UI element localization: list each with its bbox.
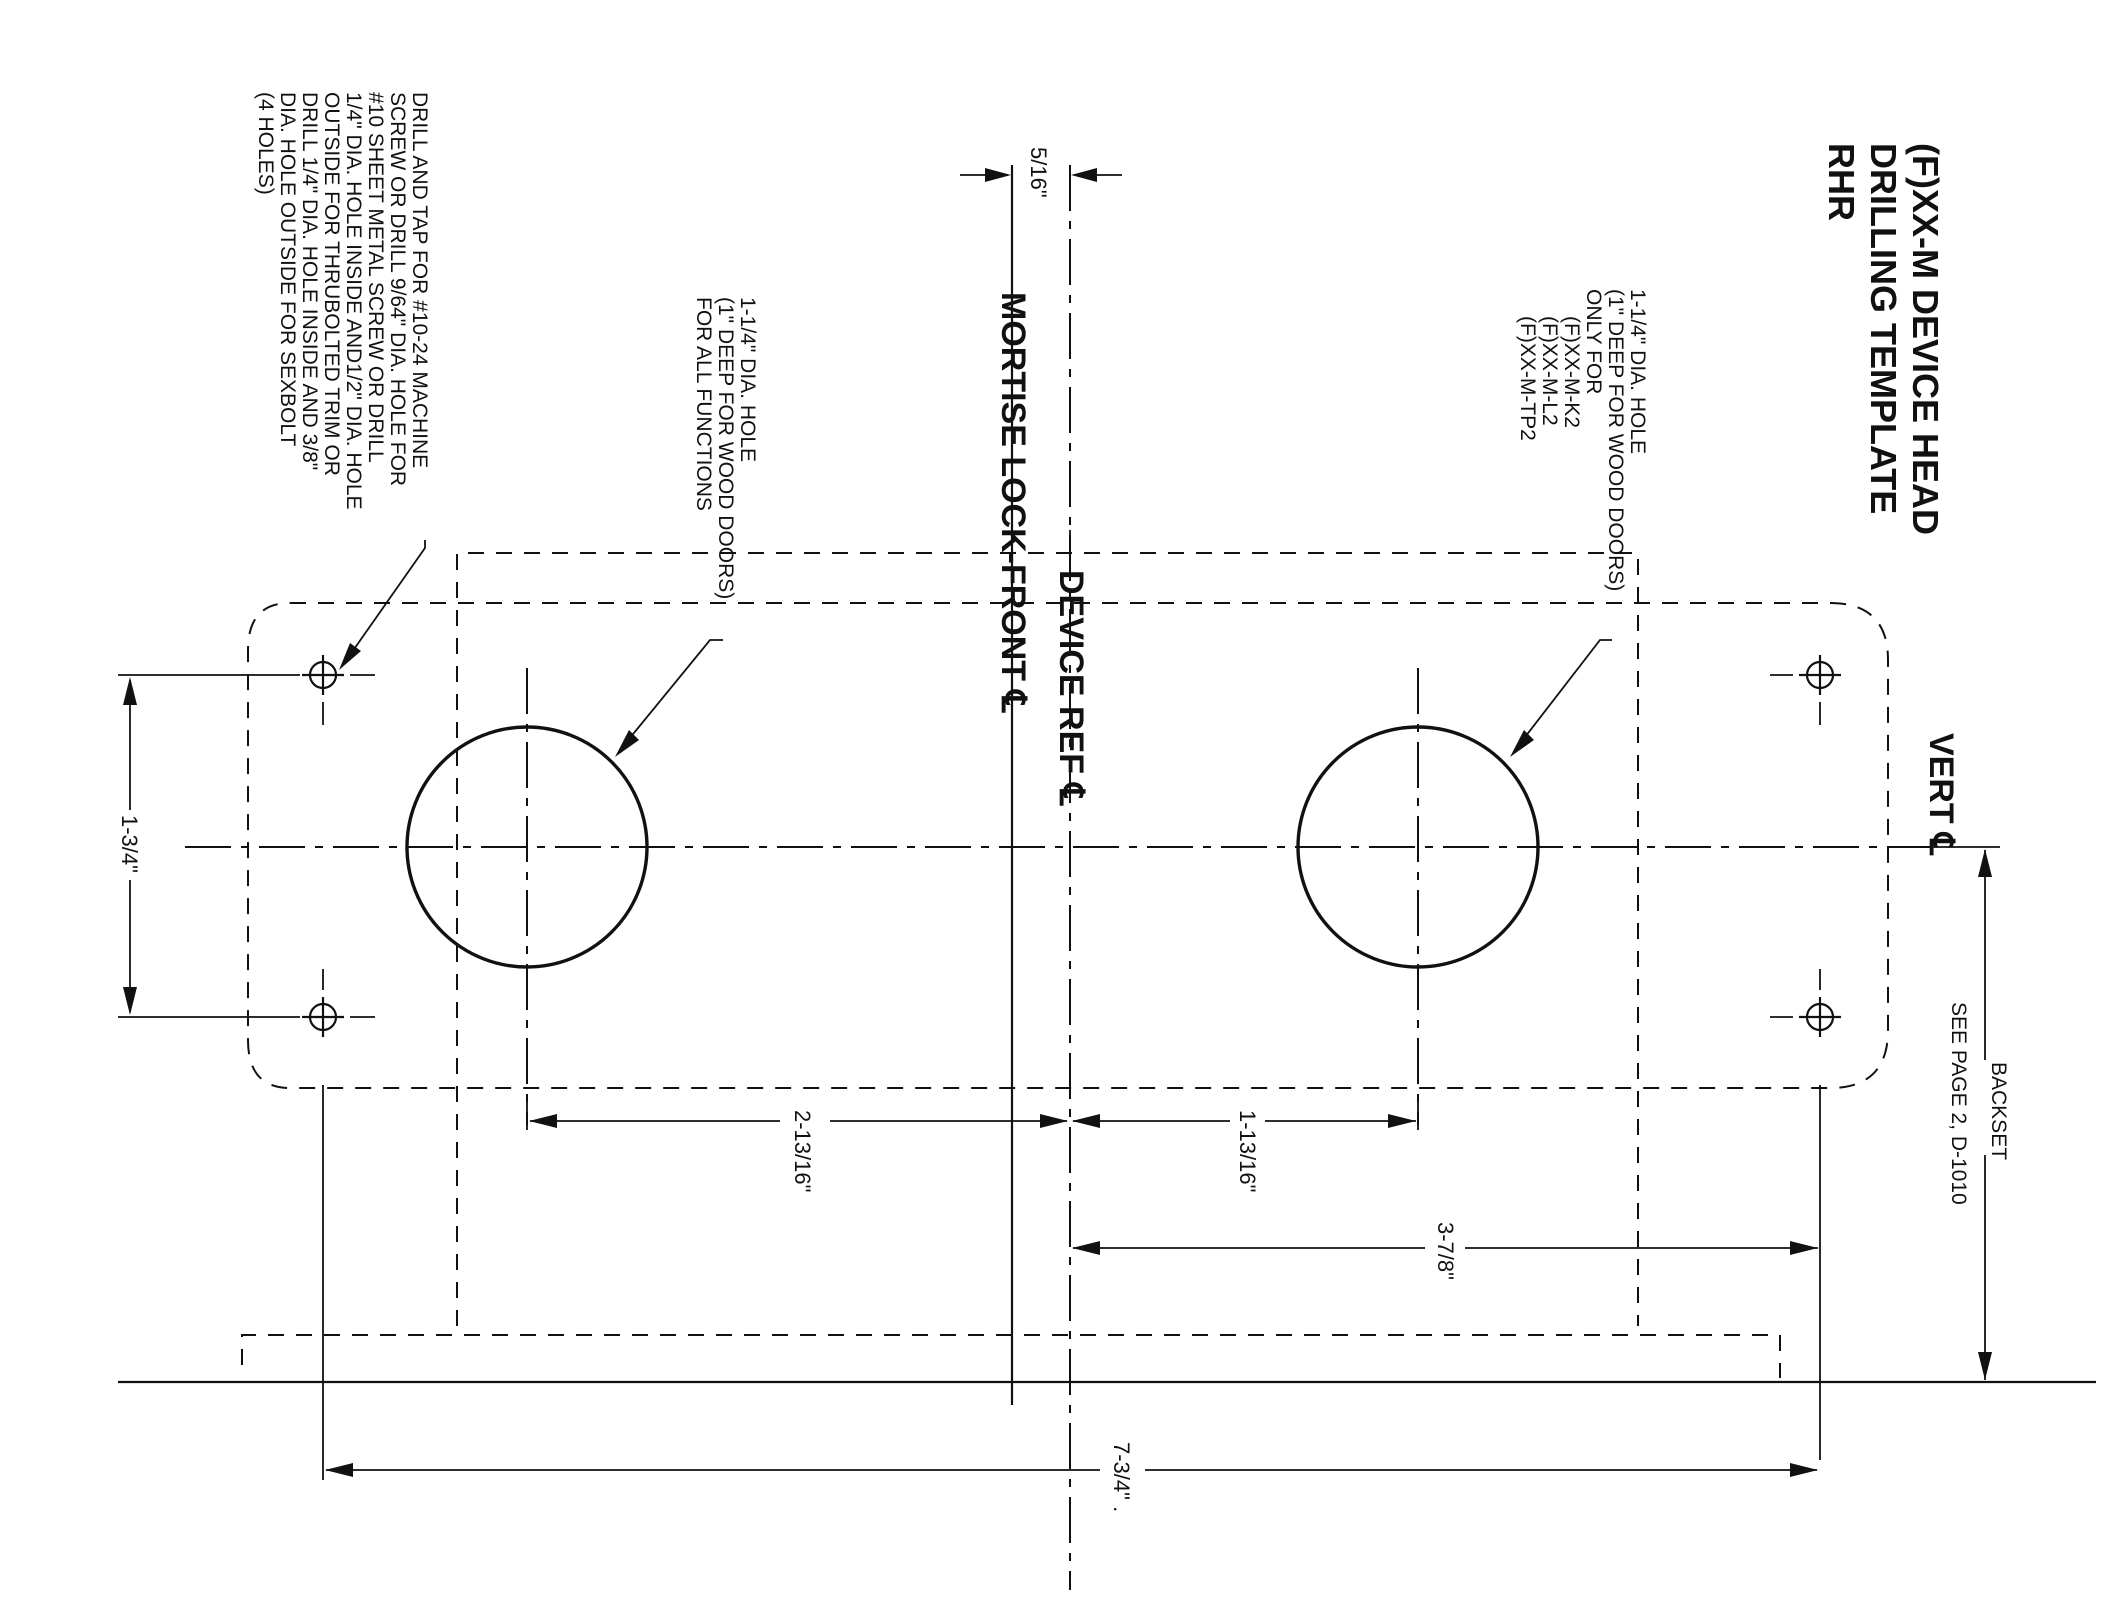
svg-text:(4 HOLES): (4 HOLES) — [254, 92, 277, 195]
upper-hole-note: 1-1/4" DIA. HOLE (1" DEEP FOR WOOD DOORS… — [1516, 289, 1649, 591]
title-line-1: (F)XX-M DEVICE HEAD — [1905, 143, 1946, 535]
mounting-area-outline — [456, 552, 1639, 1326]
svg-text:(1" DEEP FOR WOOD DOORS): (1" DEEP FOR WOOD DOORS) — [1604, 289, 1627, 591]
backset-note: BACKSET SEE PAGE 2, D-1010 — [1947, 1002, 2010, 1205]
dim-5-16 — [960, 168, 1122, 182]
svg-text:DRILL 1/4" DIA. HOLE INSIDE AN: DRILL 1/4" DIA. HOLE INSIDE AND 3/8" — [298, 92, 321, 470]
dim-2-13-16 — [526, 1095, 1068, 1130]
svg-text:(1" DEEP FOR WOOD DOORS): (1" DEEP FOR WOOD DOORS) — [714, 297, 737, 599]
svg-text:OUTSIDE FOR THRUBOLTED TRIM OR: OUTSIDE FOR THRUBOLTED TRIM OR — [320, 92, 343, 476]
dim-7-3-4-label: 7-3/4" . — [1109, 1442, 1134, 1512]
svg-text:SCREW OR DRILL 9/64" DIA. HOLE: SCREW OR DRILL 9/64" DIA. HOLE FOR — [386, 92, 409, 486]
svg-text:FOR ALL FUNCTIONS: FOR ALL FUNCTIONS — [692, 297, 715, 511]
device-ref-centerline-label: DEVICE REF ℄ — [1052, 570, 1090, 806]
svg-text:1-1/4" DIA. HOLE: 1-1/4" DIA. HOLE — [736, 297, 759, 462]
leader-lower-hole — [615, 639, 723, 757]
dim-2-13-16-label: 2-13/16" — [790, 1110, 815, 1192]
svg-text:DRILL AND TAP FOR #10-24 MACHI: DRILL AND TAP FOR #10-24 MACHINE — [408, 92, 431, 468]
svg-text:(F)XX-M-TP2: (F)XX-M-TP2 — [1516, 316, 1539, 441]
lower-hole-note: 1-1/4" DIA. HOLE (1" DEEP FOR WOOD DOORS… — [692, 297, 759, 599]
leader-screw-hole — [339, 540, 426, 670]
vert-centerline-label: VERT ℄ — [1922, 733, 1960, 856]
svg-text:(F)XX-M-K2: (F)XX-M-K2 — [1560, 316, 1583, 428]
svg-text:(F)XX-M-L2: (F)XX-M-L2 — [1538, 316, 1561, 426]
dim-7-3-4 — [322, 1085, 1818, 1480]
title-line-3: RHR — [1821, 143, 1862, 221]
svg-text:DIA. HOLE OUTSIDE FOR SEXBOLT: DIA. HOLE OUTSIDE FOR SEXBOLT — [276, 92, 299, 447]
dim-3-7-8-label: 3-7/8" — [1433, 1222, 1458, 1280]
dim-backset — [1925, 846, 2000, 1380]
device-head-outline — [247, 602, 1889, 1089]
leader-upper-hole — [1510, 639, 1612, 757]
screw-hole-note: DRILL AND TAP FOR #10-24 MACHINE SCREW O… — [254, 92, 431, 510]
svg-text:1/4" DIA. HOLE INSIDE AND1/2": 1/4" DIA. HOLE INSIDE AND1/2" DIA. HOLE — [342, 92, 365, 510]
screw-hole-top-right — [1770, 969, 1841, 1037]
screw-hole-bottom-left — [302, 655, 375, 725]
screw-hole-top-left — [1770, 655, 1841, 725]
screw-hole-bottom-right — [302, 969, 375, 1037]
svg-text:BACKSET: BACKSET — [1987, 1062, 2010, 1160]
svg-text:SEE PAGE 2, D-1010: SEE PAGE 2, D-1010 — [1947, 1002, 1970, 1205]
dim-1-3-4-label: 1-3/4" — [117, 815, 142, 873]
dim-3-7-8 — [1072, 1085, 1821, 1460]
dim-1-3-4 — [118, 674, 300, 1018]
svg-text:#10 SHEET METAL SCREW OR DRILL: #10 SHEET METAL SCREW OR DRILL — [364, 92, 387, 463]
title-line-2: DRILLING TEMPLATE — [1863, 143, 1904, 514]
dim-1-13-16-label: 1-13/16" — [1235, 1110, 1260, 1192]
lower-hole-circle — [405, 725, 649, 969]
upper-hole-circle — [1296, 725, 1540, 969]
mortise-lock-front-centerline-label: MORTISE LOCK-FRONT ℄ — [994, 292, 1032, 714]
dim-1-13-16 — [1072, 1095, 1419, 1130]
svg-text:1-1/4" DIA. HOLE: 1-1/4" DIA. HOLE — [1626, 289, 1649, 454]
svg-text:ONLY FOR: ONLY FOR — [1582, 289, 1605, 394]
dim-5-16-label: 5/16" — [1026, 147, 1051, 198]
